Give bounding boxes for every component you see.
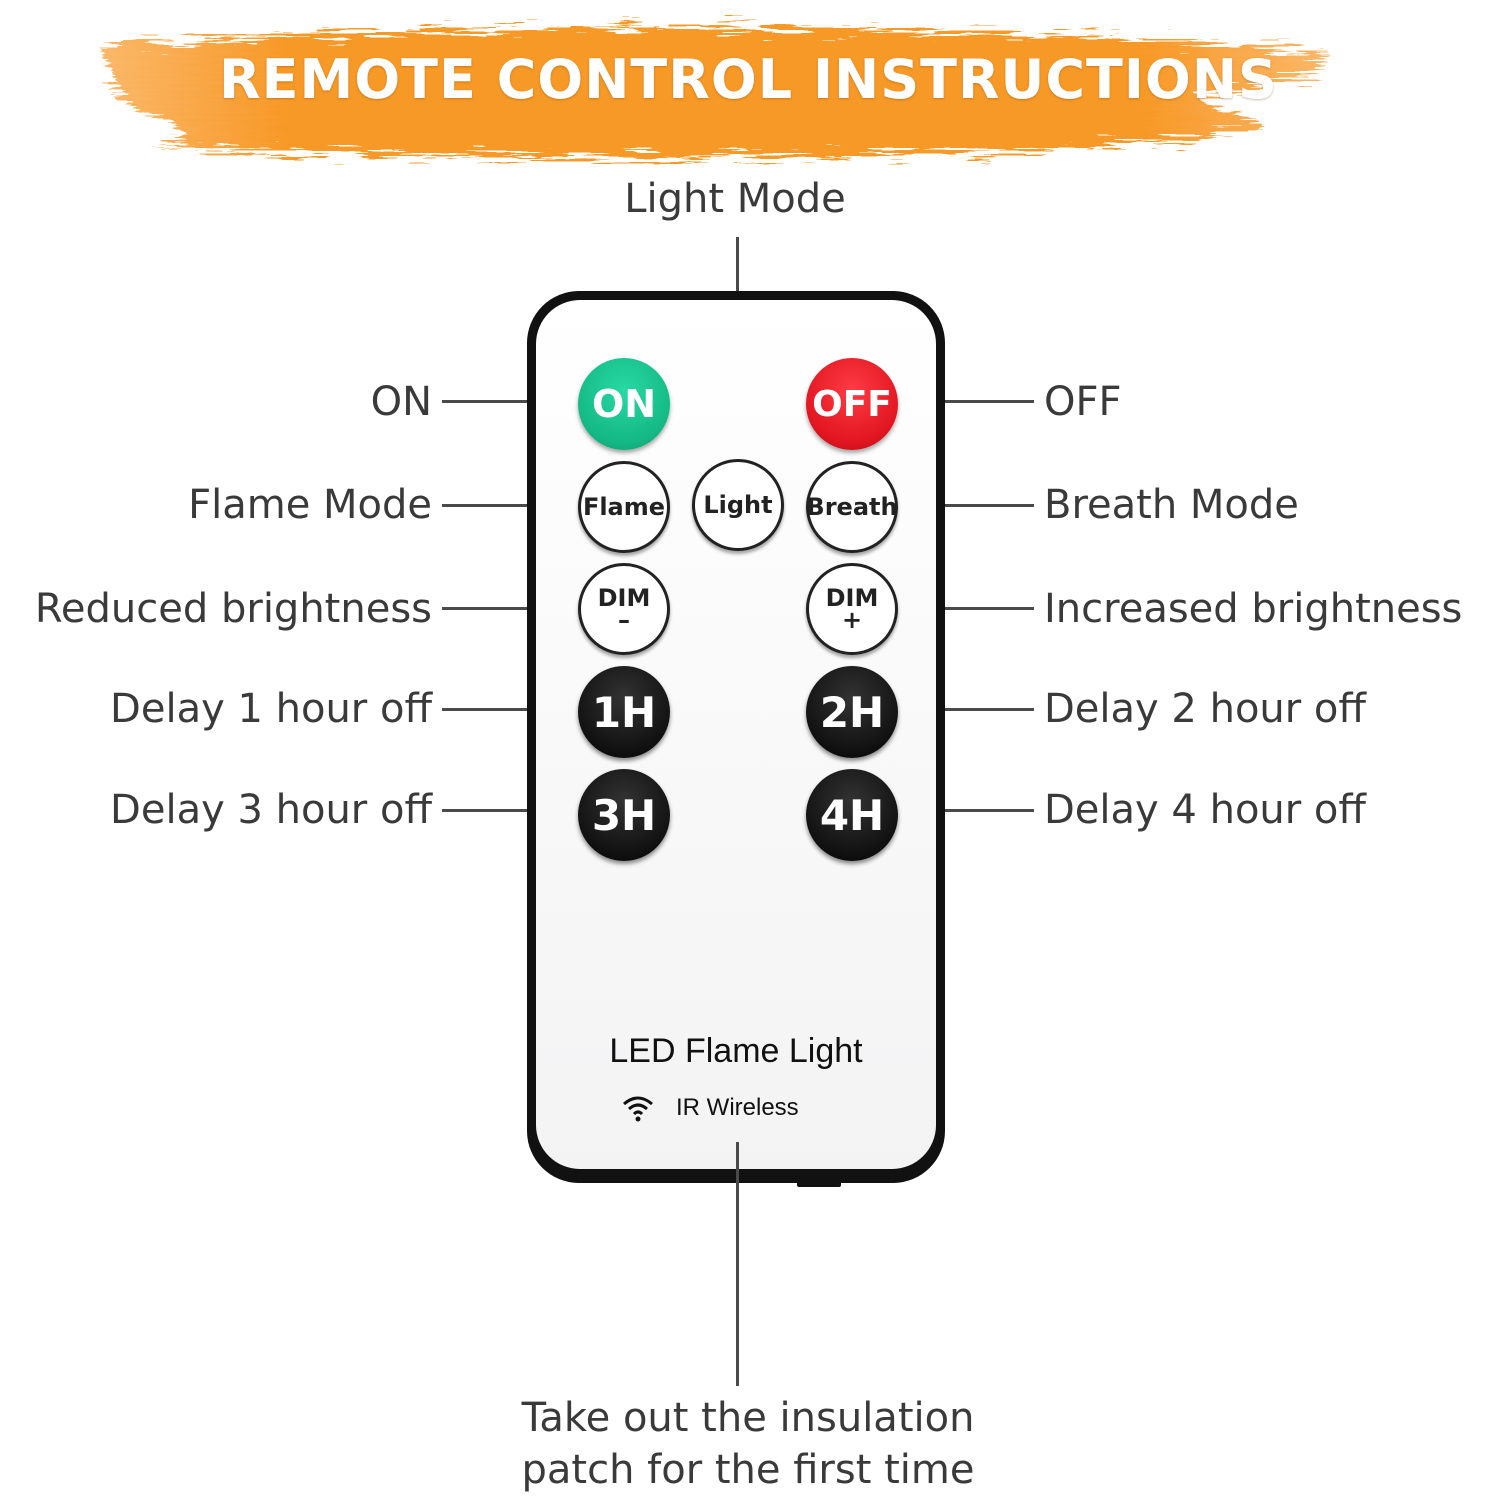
dim-plus-button[interactable]: DIM + xyxy=(806,563,898,655)
label-delay-1: Delay 1 hour off xyxy=(110,686,432,732)
leader-line-delay-2 xyxy=(898,708,1034,711)
dim-minus-text: DIM xyxy=(597,584,651,612)
delay-2h-button[interactable]: 2H xyxy=(806,666,898,758)
leader-line-on xyxy=(442,400,578,403)
label-delay-4: Delay 4 hour off xyxy=(1044,787,1366,833)
leader-line-off xyxy=(898,400,1034,403)
light-button[interactable]: Light xyxy=(692,459,784,551)
label-reduced-brightness: Reduced brightness xyxy=(34,586,432,632)
leader-line-increased-brightness xyxy=(898,607,1034,610)
leader-line-breath-mode xyxy=(898,504,1034,507)
title-banner-brush xyxy=(60,8,1360,173)
label-insulation-line2: patch for the first time xyxy=(521,1447,975,1493)
leader-line-delay-3 xyxy=(442,809,578,812)
plus-icon: + xyxy=(841,606,863,634)
leader-line-insulation xyxy=(736,1142,739,1386)
delay-4h-button[interactable]: 4H xyxy=(806,769,898,861)
leader-line-reduced-brightness xyxy=(442,607,578,610)
leader-line-flame-mode xyxy=(442,504,578,507)
minus-icon: – xyxy=(618,606,630,634)
flame-button[interactable]: Flame xyxy=(578,461,670,553)
delay-3h-button[interactable]: 3H xyxy=(578,769,670,861)
label-flame-mode: Flame Mode xyxy=(188,482,432,528)
delay-1h-button[interactable]: 1H xyxy=(578,666,670,758)
dim-plus-text: DIM xyxy=(825,584,879,612)
label-delay-2: Delay 2 hour off xyxy=(1044,686,1366,732)
leader-line-delay-4 xyxy=(898,809,1034,812)
label-delay-3: Delay 3 hour off xyxy=(110,787,432,833)
on-button[interactable]: ON xyxy=(578,358,670,450)
label-insulation-line1: Take out the insulation xyxy=(521,1395,975,1441)
remote-subtitle: IR Wireless xyxy=(676,1094,799,1121)
label-light-mode: Light Mode xyxy=(624,176,846,222)
wifi-icon xyxy=(622,1094,654,1126)
label-breath-mode: Breath Mode xyxy=(1044,482,1299,528)
leader-line-delay-1 xyxy=(442,708,578,711)
label-off: OFF xyxy=(1044,379,1122,425)
dim-minus-button[interactable]: DIM – xyxy=(578,563,670,655)
remote-brand: LED Flame Light xyxy=(609,1032,863,1070)
label-increased-brightness: Increased brightness xyxy=(1044,586,1463,632)
label-on: ON xyxy=(370,379,432,425)
battery-notch xyxy=(797,1181,841,1187)
page-title: REMOTE CONTROL INSTRUCTIONS xyxy=(219,48,1278,111)
breath-button[interactable]: Breath xyxy=(806,461,898,553)
off-button[interactable]: OFF xyxy=(806,358,898,450)
